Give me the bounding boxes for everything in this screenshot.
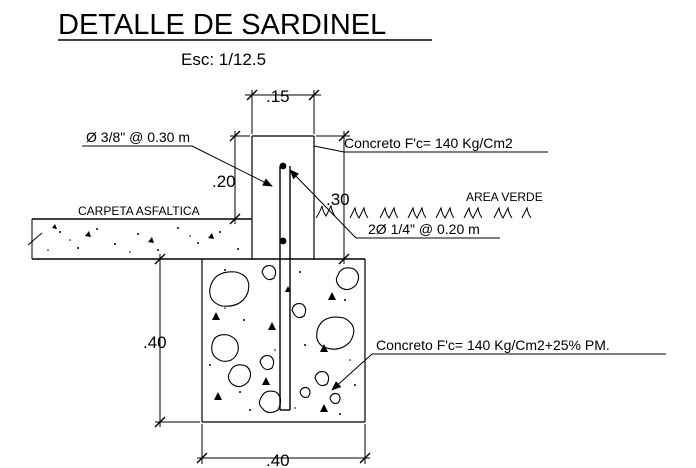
dimension-curb-height-label: .30 — [326, 190, 350, 209]
footing-hatch — [209, 269, 356, 415]
rebar-dot-mid — [279, 237, 287, 245]
dimension-upper-height-label: .20 — [212, 172, 236, 191]
dimension-curb-width: .15 — [245, 87, 321, 134]
footing-section — [201, 259, 366, 423]
drawing-title: DETALLE DE SARDINEL — [58, 9, 386, 41]
leader-stirrup: Ø 3/8" @ 0.30 m — [82, 129, 273, 187]
green-area-label: AREA VERDE — [466, 190, 543, 204]
footing-concrete-label: Concreto F'c= 140 Kg/Cm2+25% PM. — [376, 337, 610, 353]
leader-long-rebar: 2Ø 1/4" @ 0.20 m — [289, 169, 500, 239]
dimension-footing-width: .40 — [196, 424, 371, 468]
stirrup-label: Ø 3/8" @ 0.30 m — [86, 129, 190, 145]
leader-footing-concrete: Concreto F'c= 140 Kg/Cm2+25% PM. — [331, 337, 666, 391]
curb-section — [251, 135, 315, 259]
long-rebar-label: 2Ø 1/4" @ 0.20 m — [368, 221, 480, 237]
drawing-scale: Esc: 1/12.5 — [181, 50, 266, 69]
dimension-curb-height: .30 — [316, 130, 350, 265]
break-line — [27, 232, 43, 246]
rebar-dot-top — [279, 162, 287, 170]
curb-concrete-label: Concreto F'c= 140 Kg/Cm2 — [344, 135, 513, 151]
dimension-footing-height-label: .40 — [143, 333, 167, 352]
grass-area: AREA VERDE — [315, 190, 543, 219]
leader-curb-concrete: Concreto F'c= 140 Kg/Cm2 — [313, 135, 548, 153]
dimension-upper-height: .20 — [212, 130, 250, 225]
footing-stones — [209, 265, 360, 414]
rebar-cage — [279, 162, 291, 411]
asphalt-hatch — [47, 224, 239, 253]
dimension-curb-width-label: .15 — [266, 87, 290, 106]
dimension-footing-height: .40 — [143, 253, 200, 428]
dimension-footing-width-label: .40 — [266, 451, 290, 468]
asphalt-label: CARPETA ASFALTICA — [78, 204, 200, 218]
